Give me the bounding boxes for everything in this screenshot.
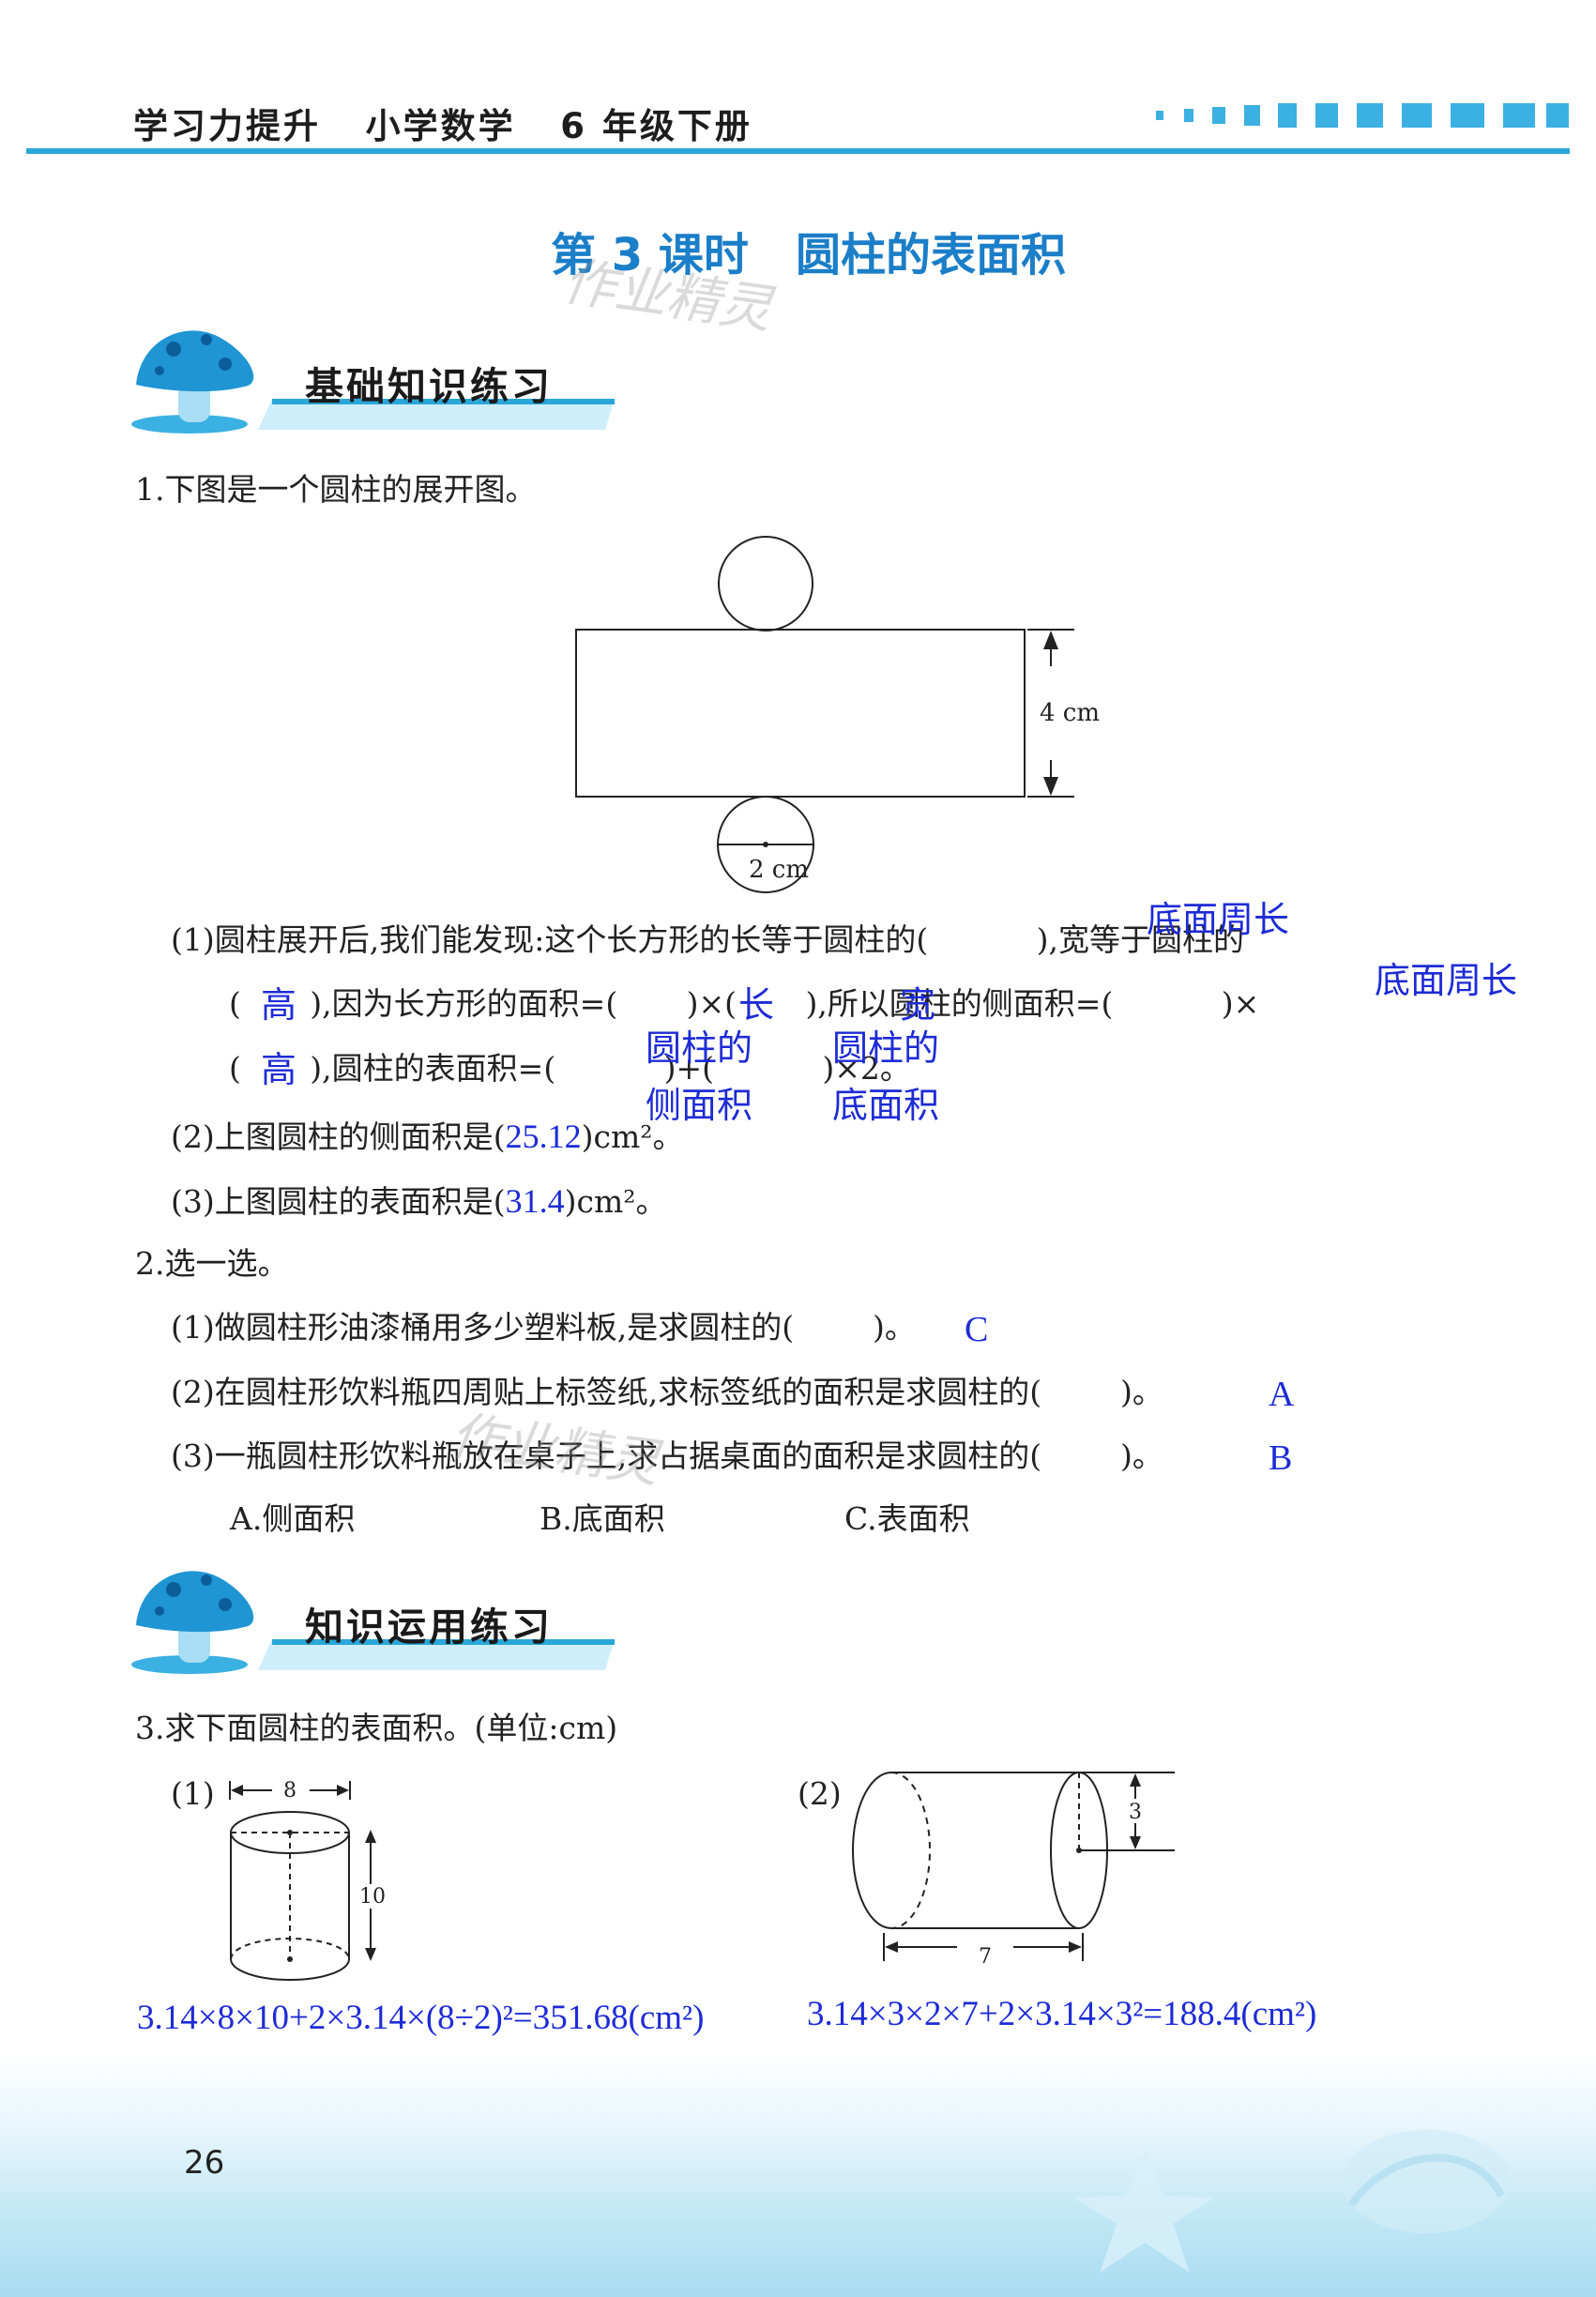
ans-length: 底面周长 [1147, 901, 1290, 940]
section-title-basic: 基础知识练习 [305, 364, 553, 409]
ans-surface-area: 31.4 [505, 1182, 565, 1220]
section-banner-basic [131, 330, 615, 434]
mushroom-icon [131, 1571, 254, 1674]
diameter-label: 2 cm [749, 856, 809, 884]
cyl1-height: 10 [359, 1885, 386, 1909]
footer-background [0, 2055, 1596, 2297]
q2-item-1: (1)做圆柱形油漆桶用多少塑料板,是求圆柱的( )。 [171, 1309, 916, 1346]
header-rule [26, 148, 1570, 154]
ans-area-length: 长 [738, 986, 775, 1026]
q2-answer-1: C [965, 1310, 989, 1349]
ans-lateral-a: 底面周长 [1375, 962, 1518, 1001]
q1-prompt: 1.下图是一个圆柱的展开图。 [135, 471, 537, 508]
q2-option-a: A.侧面积 [230, 1500, 356, 1537]
ans-lateral-area: 25.12 [505, 1118, 582, 1155]
ans-lateral-b: 高 [261, 1051, 297, 1090]
q1-p1-line3: ( ),圆柱的表面积=( )+( )×2。 [229, 1050, 911, 1087]
q3-fig1-label: (1) [171, 1775, 215, 1812]
cyl1-diameter: 8 [283, 1779, 296, 1803]
page-number: 26 [184, 2144, 225, 2182]
ans-surface-a2: 侧面积 [646, 1087, 753, 1126]
q3-cylinder-2: 3 7 [852, 1771, 1175, 1969]
q3-prompt: 3.求下面圆柱的表面积。(单位:cm) [135, 1710, 618, 1746]
mushroom-icon [131, 330, 254, 434]
q2-option-b: B.底面积 [540, 1500, 665, 1537]
q3-cylinder-1: 8 10 [229, 1779, 388, 1981]
book-title: 学习力提升 小学数学 6 年级下册 [133, 106, 752, 146]
ans-surface-a1: 圆柱的 [646, 1029, 753, 1069]
q2-answer-3: B [1269, 1438, 1293, 1478]
ans-surface-b1: 圆柱的 [832, 1029, 940, 1069]
q2-item-2: (2)在圆柱形饮料瓶四周贴上标签纸,求标签纸的面积是求圆柱的( )。 [171, 1374, 1163, 1410]
q2-item-3: (3)一瓶圆柱形饮料瓶放在桌子上,求占据桌面的面积是求圆柱的( )。 [171, 1438, 1163, 1474]
q2-option-c: C.表面积 [844, 1500, 970, 1537]
ans-surface-b2: 底面积 [832, 1087, 940, 1126]
section-banner-apply [131, 1571, 615, 1674]
ans-width: 高 [261, 986, 297, 1026]
q3-answer-1: 3.14×8×10+2×3.14×(8÷2)²=351.68(cm²) [137, 1999, 705, 2037]
q1-p1-line1: (1)圆柱展开后,我们能发现:这个长方形的长等于圆柱的( ),宽等于圆柱的 [171, 921, 1244, 958]
lesson-title: 第 3 课时 圆柱的表面积 [551, 229, 1067, 281]
q3-answer-2: 3.14×3×2×7+2×3.14×3²=188.4(cm²) [807, 1995, 1317, 2033]
starfish-shell-decoration [1074, 2130, 1511, 2273]
q1-p3: (3)上图圆柱的表面积是(31.4)cm²。 [171, 1182, 667, 1220]
q1-net-figure: 4 cm 2 cm [575, 536, 1100, 893]
q1-p2: (2)上图圆柱的侧面积是(25.12)cm²。 [171, 1118, 684, 1155]
cyl2-length: 7 [979, 1945, 992, 1969]
q3-fig2-label: (2) [798, 1775, 842, 1812]
q2-prompt: 2.选一选。 [135, 1245, 289, 1282]
cyl2-radius: 3 [1129, 1801, 1142, 1824]
height-label: 4 cm [1040, 699, 1100, 727]
q1-p1-line2: ( ),因为长方形的面积=( )×( ),所以圆柱的侧面积=( )× [229, 985, 1260, 1022]
section-title-apply: 知识运用练习 [305, 1605, 553, 1650]
q2-answer-2: A [1269, 1375, 1295, 1414]
ans-area-width: 宽 [900, 986, 936, 1026]
